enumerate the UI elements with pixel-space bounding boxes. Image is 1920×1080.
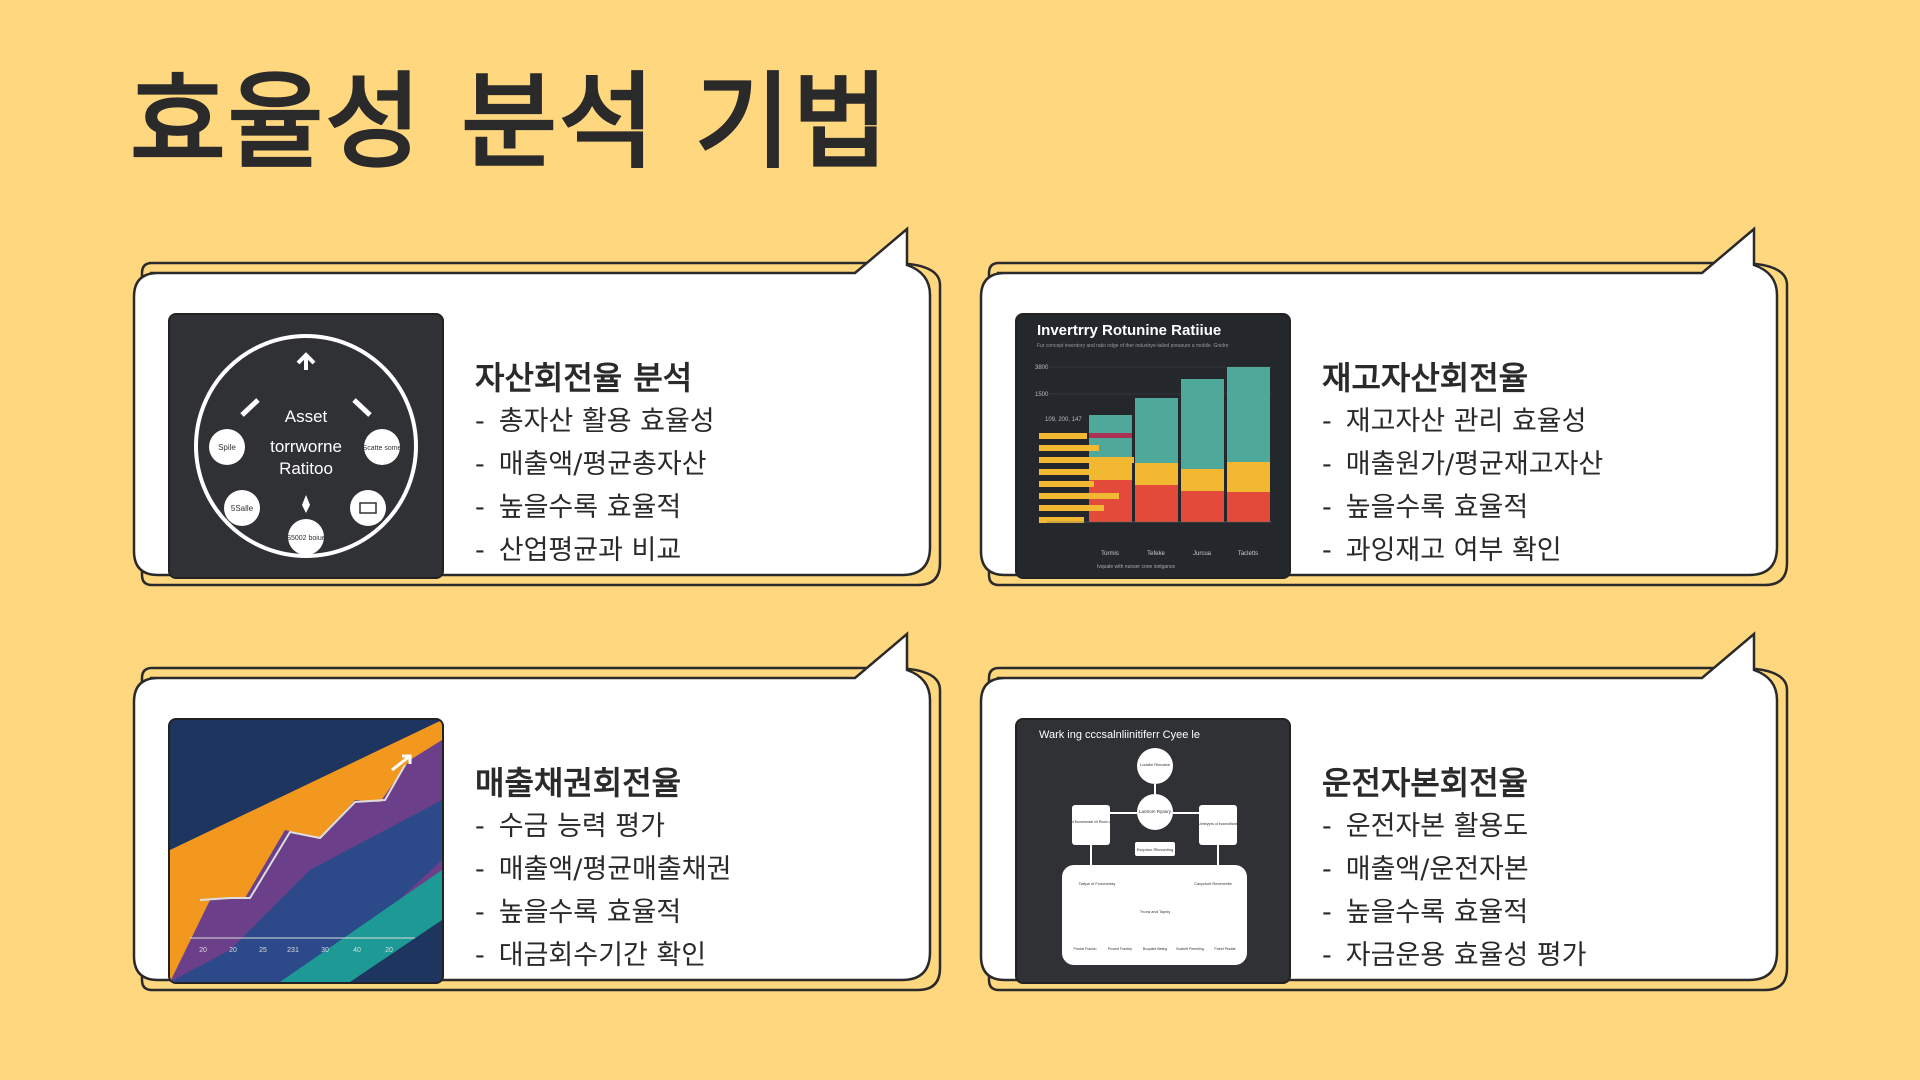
bottom-4: Susbett Peneding [1176, 947, 1204, 951]
card-heading: 운전자본회전율 [1322, 764, 1529, 802]
top-node: Lodafni Rlmosbe [1140, 762, 1171, 767]
tick: 25 [259, 947, 267, 954]
node-bottom-left: 5Salle [231, 504, 254, 513]
bullet-item: -높을수록 효율적 [475, 492, 682, 523]
tick: 30 [321, 947, 329, 954]
thumb-title: Wark ing cccsalnliinitiferr Cyee le [1039, 729, 1200, 741]
right-node: Uimbyyrts ot lnoceotitans [1198, 822, 1237, 826]
tick: 40 [353, 947, 361, 954]
center-node: Lantrom Ryanry [1139, 809, 1172, 814]
bottom-1: Prrotal Fraclon [1074, 947, 1097, 951]
cat-3: Jurcua [1193, 551, 1212, 557]
center-line1: Asset [285, 407, 328, 426]
box-center: Tnora and Tayniy [1140, 909, 1171, 914]
bullet-item: -매출원가/평균재고자산 [1322, 449, 1604, 480]
asset-turnover-image: Asset torrworne Ratitoo Spile Scatte som… [170, 315, 442, 577]
bullet-item: -산업평균과 비교 [475, 535, 682, 566]
card-heading: 매출채권회전율 [475, 764, 682, 802]
bullet-item: -높을수록 효율적 [475, 897, 682, 928]
bullet-item: -매출액/운전자본 [1322, 854, 1529, 885]
tick: 20 [229, 947, 237, 954]
page-title: 효율성 분석 기법 [130, 61, 891, 183]
inventory-chart-image: Invertrry Rotunine Ratiiue Fur concept i… [1017, 315, 1289, 577]
bullet-item: -운전자본 활용도 [1322, 811, 1529, 842]
card-working-capital-turnover: Wark ing cccsalnliinitiferr Cyee le Loda… [977, 630, 1789, 992]
cat-2: Tefeke [1147, 551, 1165, 557]
tick: 231 [287, 947, 299, 954]
bullet-item: -높을수록 효율적 [1322, 492, 1529, 523]
bullet-list: -재고자산 관리 효율성 -매출원가/평균재고자산 -높을수록 효율적 -과잉재… [1322, 400, 1603, 572]
bullet-item: -대금회수기간 확인 [475, 940, 707, 971]
tick: 20 [199, 947, 207, 954]
cat-1: Tormis [1101, 551, 1119, 557]
bullet-item: -재고자산 관리 효율성 [1322, 406, 1587, 437]
bullet-item: -총자산 활용 효율성 [475, 406, 715, 437]
tick: 20 [385, 947, 393, 954]
node-right: Scatte some [363, 445, 402, 452]
legend: Ivquale with nunser cone ionlgance [1097, 564, 1175, 570]
y-top: 3800 [1035, 365, 1049, 371]
receivables-growth-image: 20 20 25 231 30 40 20 [170, 720, 442, 982]
bullet-item: -과잉재고 여부 확인 [1322, 535, 1562, 566]
bullet-item: -수금 능력 평가 [475, 811, 665, 842]
box-left: Tartpa of Foovnertay [1079, 881, 1116, 886]
card-asset-turnover: Asset torrworne Ratitoo Spile Scatte som… [130, 225, 942, 587]
card-receivables-turnover: 20 20 25 231 30 40 20 매출채권회전율 -수금 능력 평가 … [130, 630, 942, 992]
center-line2: torrworne [270, 437, 342, 456]
bottom-2: Pnoent Frantep [1108, 947, 1132, 951]
bullet-list: -수금 능력 평가 -매출액/평균매출채권 -높을수록 효율적 -대금회수기간 … [475, 805, 731, 977]
y-note: 109, 200, 147 [1045, 417, 1082, 423]
bullet-item: -매출액/평균총자산 [475, 449, 707, 480]
bullet-item: -자금운용 효율성 평가 [1322, 940, 1587, 971]
thumb-title: Invertrry Rotunine Ratiiue [1037, 322, 1221, 339]
card-heading: 자산회전율 분석 [475, 359, 693, 397]
card-inventory-turnover: Invertrry Rotunine Ratiiue Fur concept i… [977, 225, 1789, 587]
working-capital-cycle-image: Wark ing cccsalnliinitiferr Cyee le Loda… [1017, 720, 1289, 982]
bullet-list: -운전자본 활용도 -매출액/운전자본 -높을수록 효율적 -자금운용 효율성 … [1322, 805, 1586, 977]
mid-node: Escpdun Rllovanting [1137, 847, 1173, 852]
box-right: Cacpdunt Recernette [1194, 881, 1233, 886]
node-left: Spile [218, 443, 236, 452]
left-node: Lostpdint Bumetamial nit Riscb of Naltee [1059, 820, 1122, 824]
node-bottom: S5002 boiue [286, 535, 325, 542]
bottom-5: Potret Pestde [1214, 947, 1235, 951]
bottom-3: Bcupaint Beting [1143, 947, 1168, 951]
bullet-item: -높을수록 효율적 [1322, 897, 1529, 928]
bullet-list: -총자산 활용 효율성 -매출액/평균총자산 -높을수록 효율적 -산업평균과 … [475, 400, 715, 572]
thumb-subtitle: Fur concept inventory and ratio ridge of… [1037, 343, 1229, 349]
y-mid: 1500 [1035, 392, 1049, 398]
bullet-item: -매출액/평균매출채권 [475, 854, 732, 885]
center-line3: Ratitoo [279, 459, 333, 478]
cat-4: Tacletts [1238, 551, 1258, 557]
card-heading: 재고자산회전율 [1322, 359, 1529, 397]
